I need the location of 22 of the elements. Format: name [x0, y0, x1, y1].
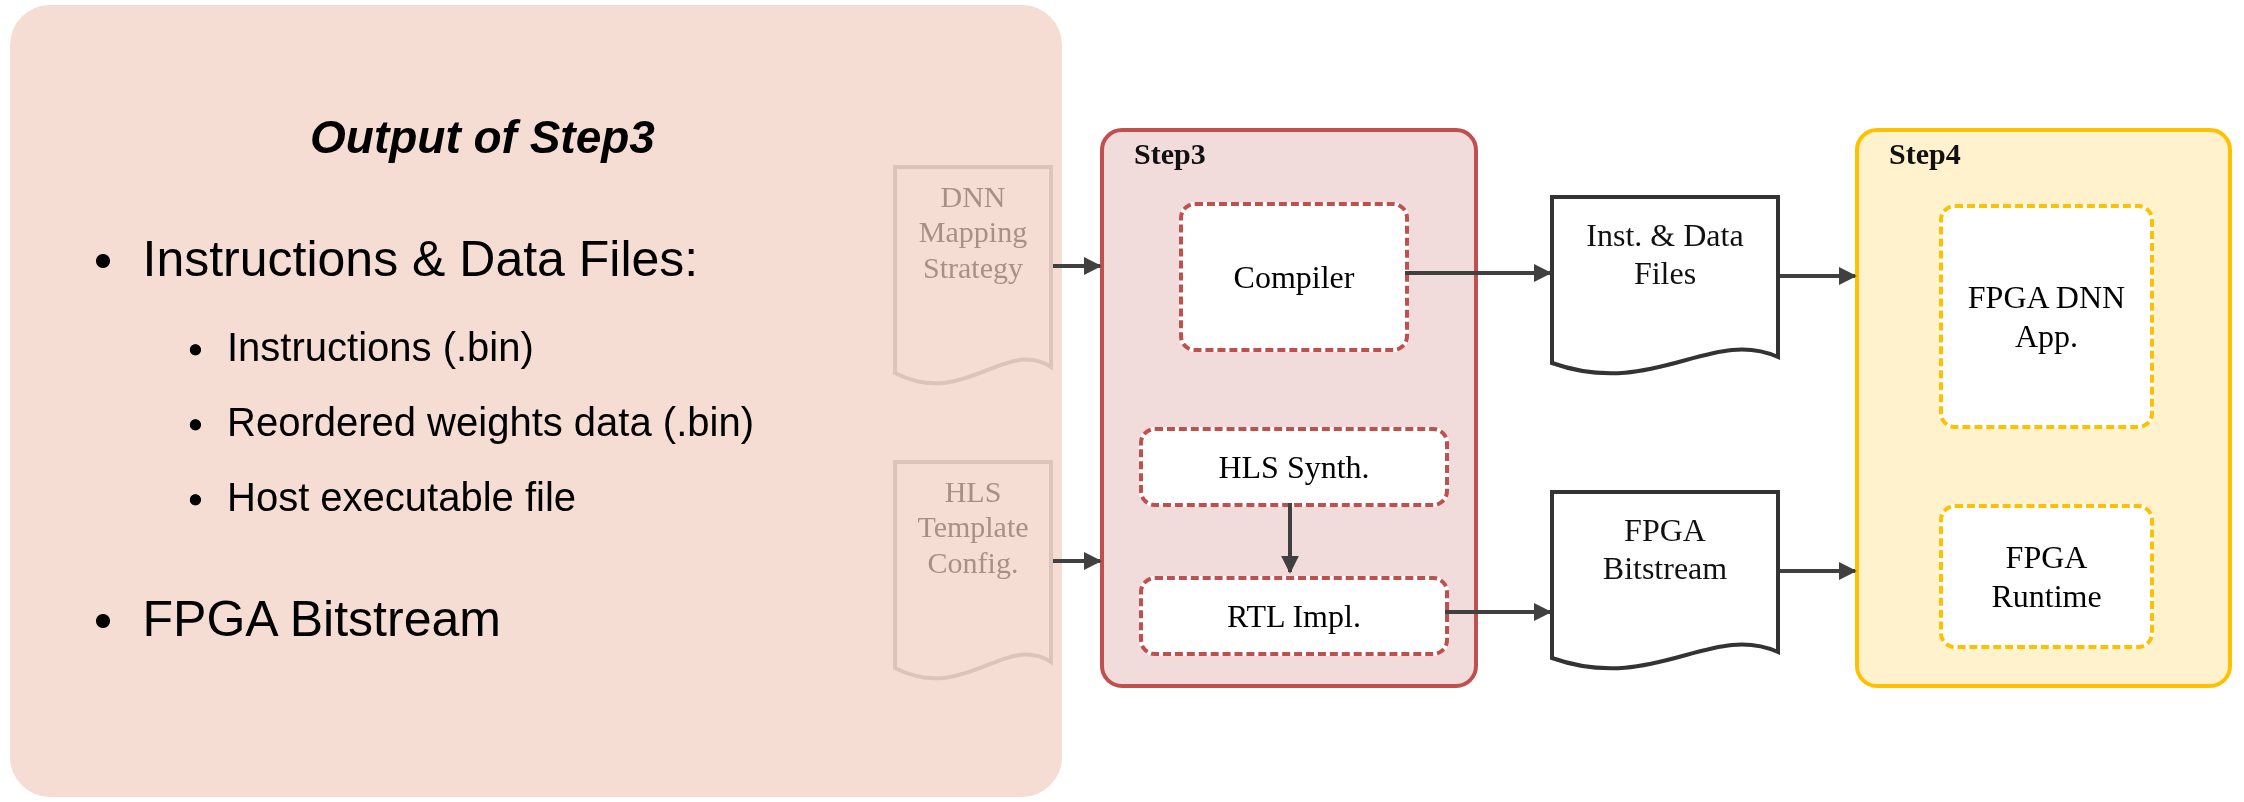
process-box: Compiler [1179, 202, 1409, 352]
arrow [1780, 562, 1857, 580]
document-label: HLS Template Config. [916, 474, 1030, 581]
group-box [1100, 128, 1478, 688]
arrow [1445, 603, 1552, 621]
arrow [1281, 503, 1299, 574]
process-box: FPGA Runtime [1939, 504, 2154, 649]
group-box [1855, 128, 2232, 688]
overlay-panel [10, 5, 1062, 797]
document-label: Inst. & Data Files [1585, 217, 1745, 293]
arrow [1053, 257, 1102, 275]
group-title: Step3 [1134, 136, 1206, 172]
process-box: FPGA DNN App. [1939, 204, 2154, 429]
panel-heading: Output of Step3 [310, 110, 655, 164]
arrow [1053, 552, 1102, 570]
arrow [1780, 267, 1857, 285]
document-label: DNN Mapping Strategy [917, 179, 1029, 286]
group-title: Step4 [1889, 136, 1961, 172]
process-box: HLS Synth. [1139, 427, 1449, 507]
arrow [1405, 264, 1552, 282]
document-label: FPGA Bitstream [1601, 512, 1729, 588]
process-box: RTL Impl. [1139, 576, 1449, 656]
